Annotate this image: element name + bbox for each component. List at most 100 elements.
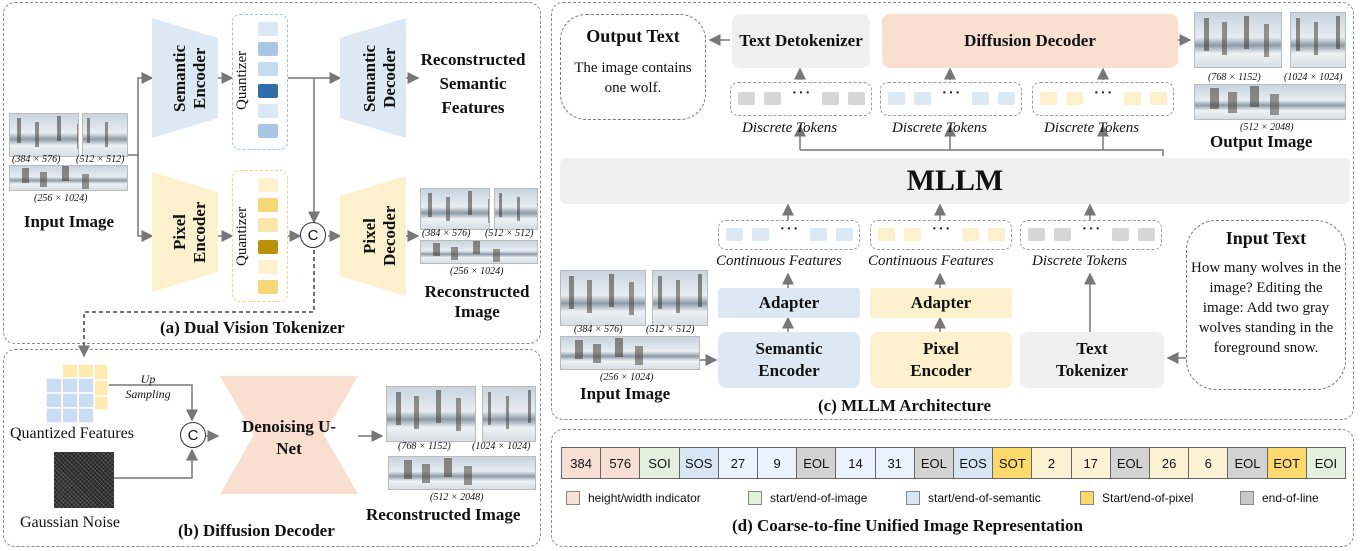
sequence-token: SOS <box>678 447 719 479</box>
ellipsis: ··· <box>1082 222 1103 237</box>
size-label: (512 × 512) <box>76 154 125 165</box>
sequence-token: 6 <box>1188 447 1229 479</box>
ellipsis: ··· <box>792 86 813 101</box>
diffusion-out-1 <box>386 386 476 442</box>
semantic-quantizer-box <box>232 14 288 150</box>
ellipsis: ··· <box>1094 86 1115 101</box>
token <box>1138 228 1155 241</box>
legend-label: start/end-of-image <box>770 491 868 505</box>
sequence-token: 26 <box>1149 447 1190 479</box>
sequence-token: 384 <box>561 447 602 479</box>
mllm-input-image-1 <box>560 270 646 326</box>
continuous-features-row <box>870 220 1012 250</box>
legend-item: Start/end-of-pixel <box>1080 491 1193 505</box>
quant-token <box>258 42 278 56</box>
output-image-2 <box>1290 12 1346 68</box>
unet-label: Denoising U-Net <box>242 417 336 458</box>
token <box>822 92 839 105</box>
ellipsis: ··· <box>942 86 963 101</box>
gaussian-noise-label: Gaussian Noise <box>20 514 120 531</box>
pixel-encoder-shape <box>152 172 218 292</box>
legend-item: end-of-line <box>1240 491 1319 505</box>
quant-token <box>258 260 278 274</box>
discrete-tokens-row <box>1032 82 1174 116</box>
input-text-title: Input Text <box>1225 228 1307 248</box>
quantizer-label: Quantizer <box>234 50 250 110</box>
output-image-3 <box>1194 84 1346 120</box>
quant-token <box>258 240 278 254</box>
diffusion-decoder-box: Diffusion Decoder <box>882 14 1178 68</box>
sequence-token: 27 <box>717 447 758 479</box>
output-image-1 <box>1194 12 1282 68</box>
size-label: (512 × 2048) <box>430 492 484 503</box>
sequence-token: 2 <box>1031 447 1072 479</box>
text-tokenizer-box: Text Tokenizer <box>1020 332 1164 388</box>
reconstructed-semantic-label: Reconstructed Semantic Features <box>420 50 526 117</box>
token <box>848 92 865 105</box>
size-label: (256 × 1024) <box>450 266 504 277</box>
size-label: (512 × 512) <box>485 228 534 239</box>
legend-item: height/width indicator <box>566 491 701 505</box>
sequence-token: 9 <box>757 447 798 479</box>
token <box>726 228 743 241</box>
token <box>752 228 769 241</box>
sequence-token: EOI <box>1305 447 1346 479</box>
panel-a <box>3 2 541 344</box>
pixel-quantizer-box <box>232 170 288 302</box>
output-image-label: Output Image <box>1210 132 1313 151</box>
pixel-decoder-label: Pixel Decoder <box>360 205 399 267</box>
quant-token <box>258 218 278 232</box>
quantized-features-icon <box>46 364 109 424</box>
reconstructed-image-label: Reconstructed Image <box>366 505 521 524</box>
size-label: (768 × 1152) <box>398 441 451 452</box>
adapter-semantic-box: Adapter <box>718 288 860 318</box>
quantized-features-label: Quantized Features <box>10 425 134 442</box>
size-label: (256 × 1024) <box>34 193 88 204</box>
input-image-1 <box>9 113 79 157</box>
quant-token <box>258 198 278 212</box>
semantic-encoder-label: Semantic Encoder <box>170 44 209 112</box>
token <box>810 228 827 241</box>
discrete-tokens-row <box>880 82 1022 116</box>
quant-token <box>258 124 278 138</box>
semantic-encoder-shape <box>152 18 218 138</box>
sequence-token: 14 <box>835 447 876 479</box>
size-label: (384 × 576) <box>12 154 61 165</box>
up-sampling-label: Up Sampling <box>125 372 171 401</box>
discrete-tokens-row <box>730 82 872 116</box>
legend-label: Start/end-of-pixel <box>1102 491 1194 505</box>
discrete-tokens-label: Discrete Tokens <box>892 120 988 136</box>
input-image-3 <box>9 165 128 191</box>
size-label: (768 × 1152) <box>1208 72 1261 83</box>
concat-circle: C <box>180 422 206 448</box>
recon-image-2 <box>494 188 538 230</box>
token <box>914 92 931 105</box>
output-text-body: The image contains one wolf. <box>574 60 692 96</box>
legend-label: end-of-line <box>1262 491 1319 505</box>
input-text-body: How many wolves in the image? Editing th… <box>1191 260 1341 356</box>
panel-b-caption: (b) Diffusion Decoder <box>178 521 335 540</box>
panel-c <box>551 2 1354 420</box>
token <box>1150 92 1167 105</box>
legend-swatch <box>748 491 762 505</box>
output-text-title: Output Text <box>586 26 680 46</box>
legend-swatch <box>1240 491 1254 505</box>
semantic-decoder-shape <box>340 18 406 138</box>
adapter-pixel-box: Adapter <box>870 288 1012 318</box>
sequence-token: 17 <box>1070 447 1111 479</box>
diffusion-out-2 <box>482 386 536 442</box>
recon-image-1 <box>420 188 490 230</box>
panel-a-caption: (a) Dual Vision Tokenizer <box>160 318 345 337</box>
size-label: (1024 × 1024) <box>472 441 531 452</box>
token <box>764 92 781 105</box>
concat-circle: C <box>300 222 326 248</box>
input-image-label: Input Image <box>23 212 115 231</box>
token <box>738 92 755 105</box>
quant-token <box>258 22 278 36</box>
sequence-token: SOI <box>639 447 680 479</box>
token <box>1040 92 1057 105</box>
discrete-tokens-label: Discrete Tokens <box>1032 253 1128 269</box>
input-image-2 <box>82 113 128 157</box>
token <box>962 228 979 241</box>
